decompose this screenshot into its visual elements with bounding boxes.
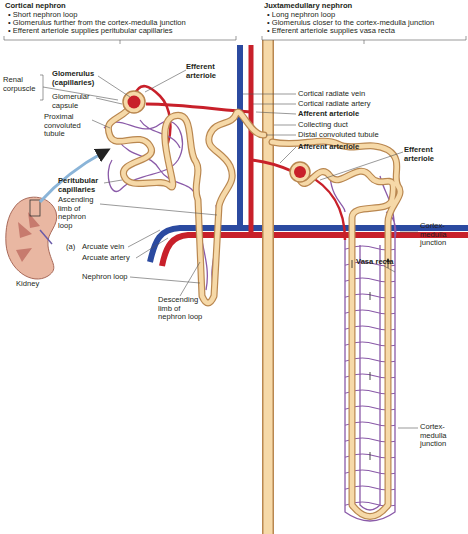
heading: Cortical nephron [5, 2, 225, 11]
kidney-outline [6, 197, 57, 279]
group-bracket [262, 36, 466, 44]
part-label: Cortex-medulla junction [420, 423, 466, 449]
leader-line [243, 94, 296, 95]
cortical-radiate-artery [249, 45, 254, 235]
part-label: Peritubular capillaries [58, 177, 108, 194]
leader-line [256, 112, 296, 114]
part-label: Cortical radiate artery [298, 100, 418, 109]
panel-letter: (a) [66, 243, 82, 252]
collecting-duct [262, 40, 274, 534]
afferent-arteriole [251, 160, 294, 172]
leader-line [398, 428, 418, 429]
part-label: Descending limb of nephron loop [158, 296, 208, 322]
cortical-radiate-vein [237, 45, 243, 228]
leader-line [253, 104, 296, 105]
leader-line [96, 98, 122, 104]
renal-vessels [40, 230, 52, 244]
part-label: Afferent arteriole [298, 110, 418, 119]
glomerulus [294, 166, 306, 178]
collecting-duct [264, 40, 273, 534]
part-label: Afferent arteriole [298, 143, 378, 152]
leader-line [180, 262, 200, 296]
leader-line [128, 230, 160, 247]
leader-line [136, 238, 168, 258]
glomerular-capsule [290, 162, 310, 182]
part-label: Cortical radiate vein [298, 90, 418, 99]
part-label: Glomerulus (capillaries) [52, 70, 102, 87]
part-label: Distal convoluted tubule [298, 131, 418, 140]
leader-line [266, 135, 296, 136]
part-label: Renal corpuscle [3, 76, 41, 93]
part-label: Arcuate artery [82, 254, 142, 263]
leader-line [100, 204, 217, 215]
part-label: Kidney [16, 280, 56, 289]
part-label: Efferent arteriole [404, 146, 454, 163]
efferent-arteriole [306, 174, 345, 240]
bullet-note: • Efferent arteriole supplies vasa recta [267, 27, 467, 36]
zoom-box [30, 200, 40, 216]
leader-line [98, 76, 130, 97]
part-label: Cortex-medulla junction [420, 222, 466, 248]
bullet-note: • Efferent arteriole supplies peritubula… [8, 27, 236, 36]
juxtamedullary-tubule [272, 141, 400, 516]
flow-arrows [352, 260, 388, 460]
leader-line [145, 70, 186, 92]
leader-line [274, 125, 296, 126]
cortical-tubule [108, 110, 264, 303]
glomerulus [128, 96, 141, 109]
leader-line [104, 180, 122, 183]
leader-line [280, 147, 296, 163]
cortical-tubule [108, 110, 264, 303]
kidney-pyramids [16, 212, 40, 262]
part-label: Vasa recta [356, 258, 396, 267]
leader-line [400, 232, 418, 233]
heading: Juxtamedullary nephron [264, 2, 464, 11]
leader-line [92, 120, 110, 128]
part-label: Collecting duct [298, 121, 418, 130]
part-label: Ascending limb of nephron loop [58, 196, 102, 230]
part-label: Arcuate vein [82, 243, 142, 252]
juxtamedullary-tubule [272, 141, 400, 516]
part-label: Nephron loop [82, 273, 142, 282]
part-label: Proximal convoluted tubule [44, 113, 94, 139]
group-bracket [4, 36, 236, 44]
leader-line [384, 266, 395, 272]
part-label: Glomerular capsule [52, 93, 102, 110]
part-label: Efferent arteriole [186, 63, 228, 80]
leader-line [320, 152, 403, 180]
